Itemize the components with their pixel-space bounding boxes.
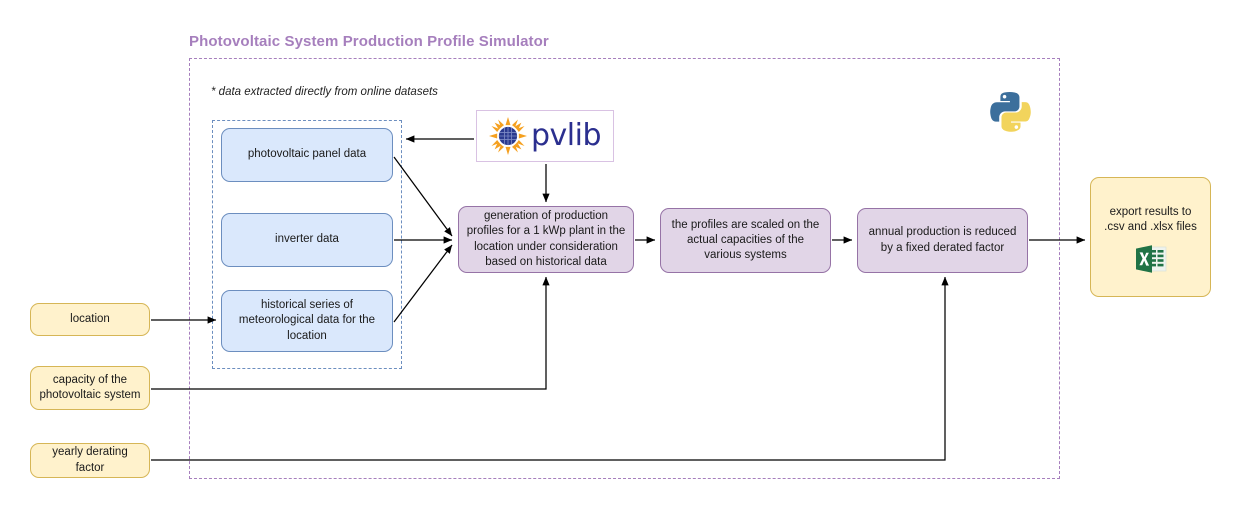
node-label: photovoltaic panel data (247, 148, 367, 161)
node-photovoltaic-panel-data[interactable]: photovoltaic panel data (221, 128, 393, 182)
node-generation-of-production-profiles[interactable]: generation of production profiles for a … (458, 206, 634, 273)
node-label: annual production is reduced by a fixed … (868, 226, 1017, 254)
python-logo-icon (990, 92, 1031, 132)
pvlib-logo-box: pvlib (476, 110, 614, 162)
node-label: the profiles are scaled on the actual ca… (671, 218, 820, 262)
node-historical-meteorological-data[interactable]: historical series of meteorological data… (221, 290, 393, 352)
page-title: Photovoltaic System Production Profile S… (189, 33, 549, 50)
node-label: yearly derating factor (52, 446, 128, 474)
node-profiles-scaled-to-capacity[interactable]: the profiles are scaled on the actual ca… (660, 208, 831, 273)
pvlib-sun-icon (488, 117, 527, 155)
node-label: capacity of the photovoltaic system (39, 373, 141, 401)
node-inverter-data[interactable]: inverter data (221, 213, 393, 267)
datasets-footnote: * data extracted directly from online da… (211, 86, 438, 98)
pvlib-wordmark: pvlib (530, 118, 602, 153)
node-input-location[interactable]: location (30, 303, 150, 336)
node-label: historical series of meteorological data… (238, 299, 376, 342)
simulator-boundary-frame (189, 58, 1060, 479)
excel-icon (1135, 245, 1166, 274)
node-annual-production-derated[interactable]: annual production is reduced by a fixed … (857, 208, 1028, 273)
node-label: export results to .csv and .xlsx files (1104, 206, 1197, 234)
node-input-yearly-derating-factor[interactable]: yearly derating factor (30, 443, 150, 478)
node-label: inverter data (275, 233, 339, 246)
node-label: location (70, 312, 110, 325)
node-export-results[interactable]: export results to .csv and .xlsx files (1090, 177, 1211, 297)
node-input-capacity[interactable]: capacity of the photovoltaic system (30, 366, 150, 410)
node-label: generation of production profiles for a … (466, 210, 626, 268)
